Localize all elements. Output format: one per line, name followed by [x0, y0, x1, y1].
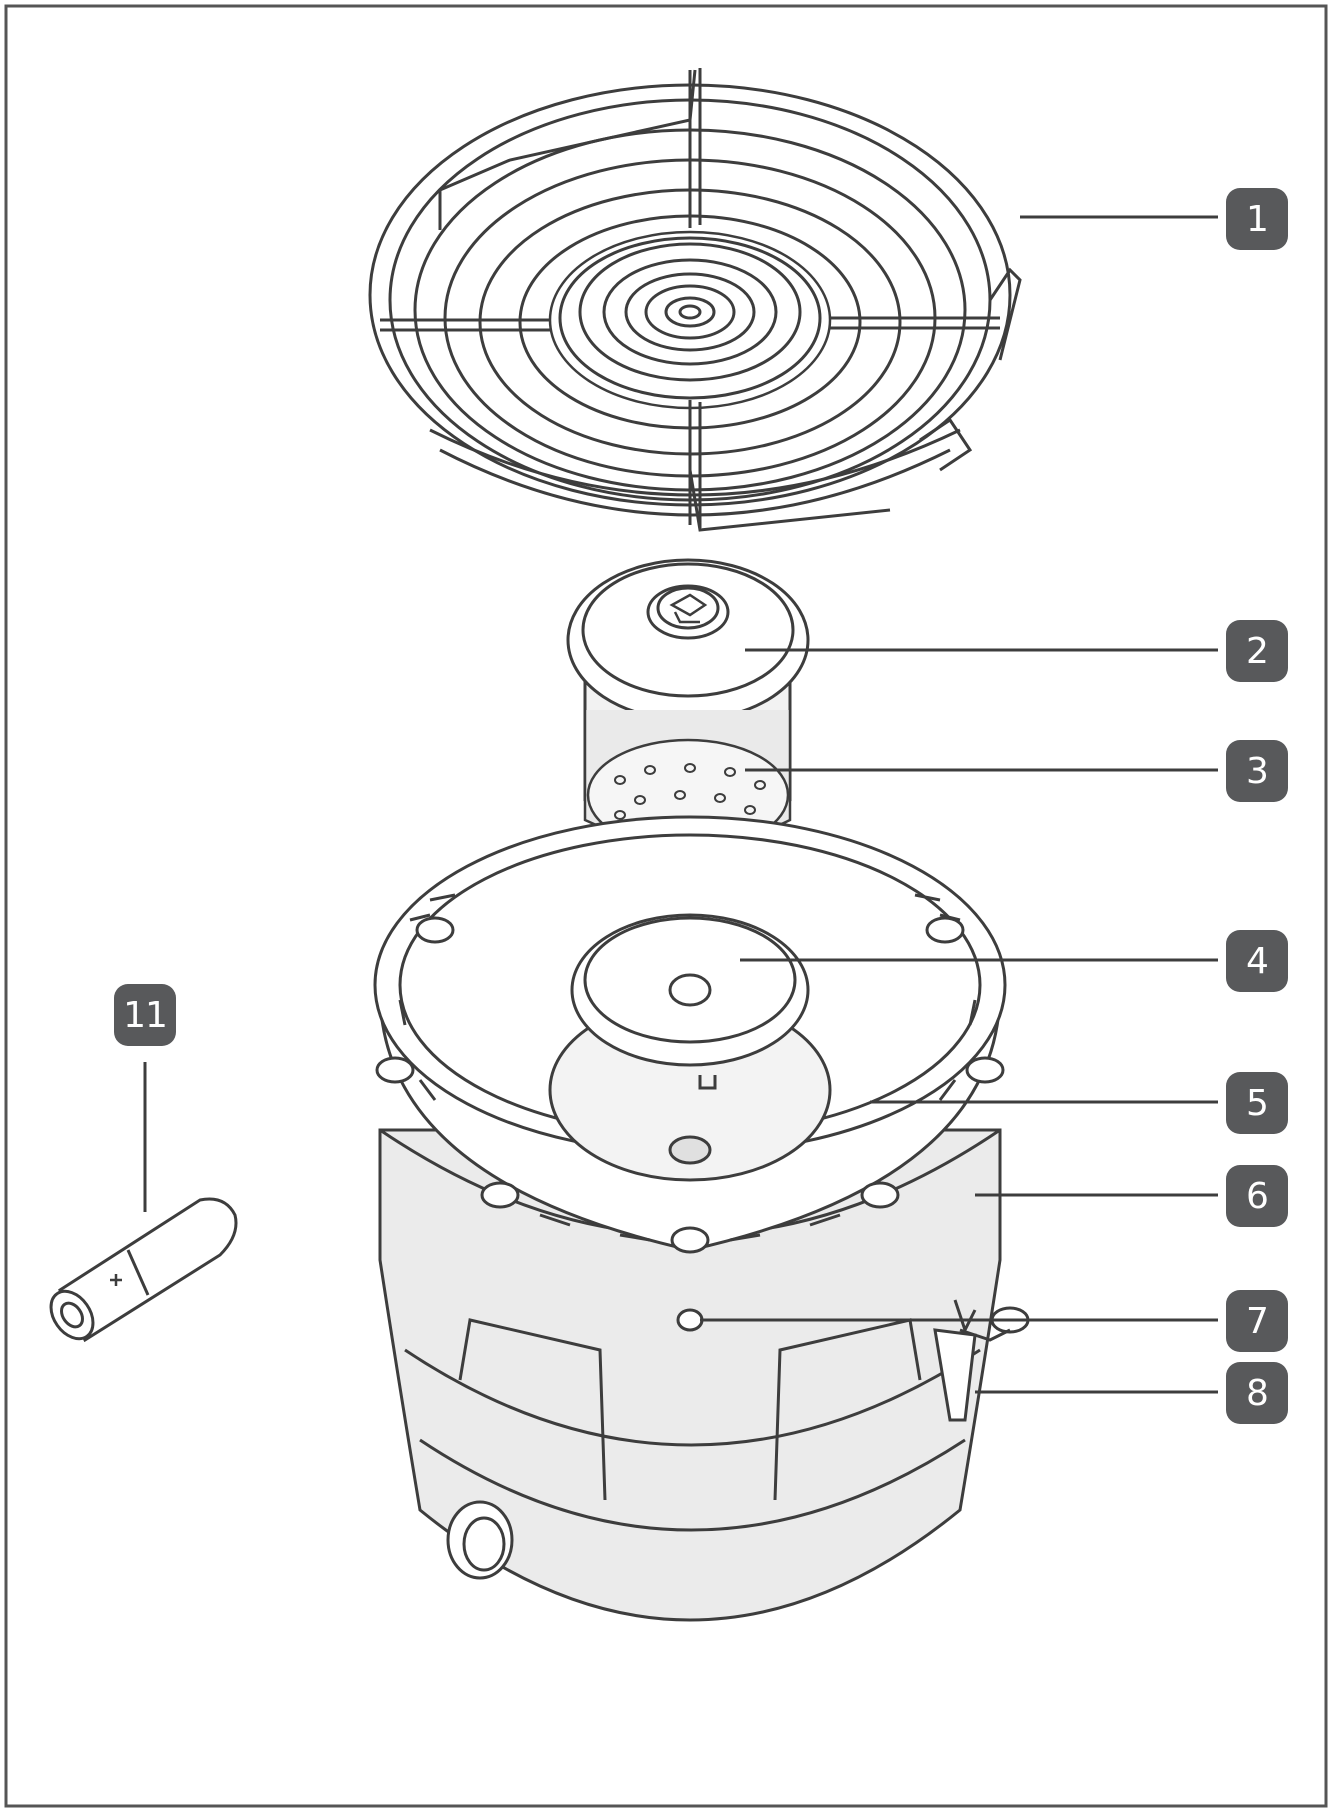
callout-part-7: 7 [1226, 1290, 1288, 1352]
callout-part-5: 5 [1226, 1072, 1288, 1134]
callout-part-8: 8 [1226, 1362, 1288, 1424]
handle-icon [933, 1328, 977, 1422]
leader-lines [143, 215, 1218, 1394]
callout-part-2: 2 [1226, 620, 1288, 682]
callout-part-6: 6 [1226, 1165, 1288, 1227]
battery-icon [49, 1197, 238, 1343]
callout-part-1: 1 [1226, 188, 1288, 250]
pot-body-icon [378, 1128, 1002, 1622]
wire-rack-icon [368, 68, 1022, 532]
callout-part-11: 11 [114, 984, 176, 1046]
disc-icon [570, 913, 810, 1067]
page-border [4, 4, 1328, 1808]
knob-icon [446, 1500, 514, 1580]
callout-part-4: 4 [1226, 930, 1288, 992]
callout-part-3: 3 [1226, 740, 1288, 802]
